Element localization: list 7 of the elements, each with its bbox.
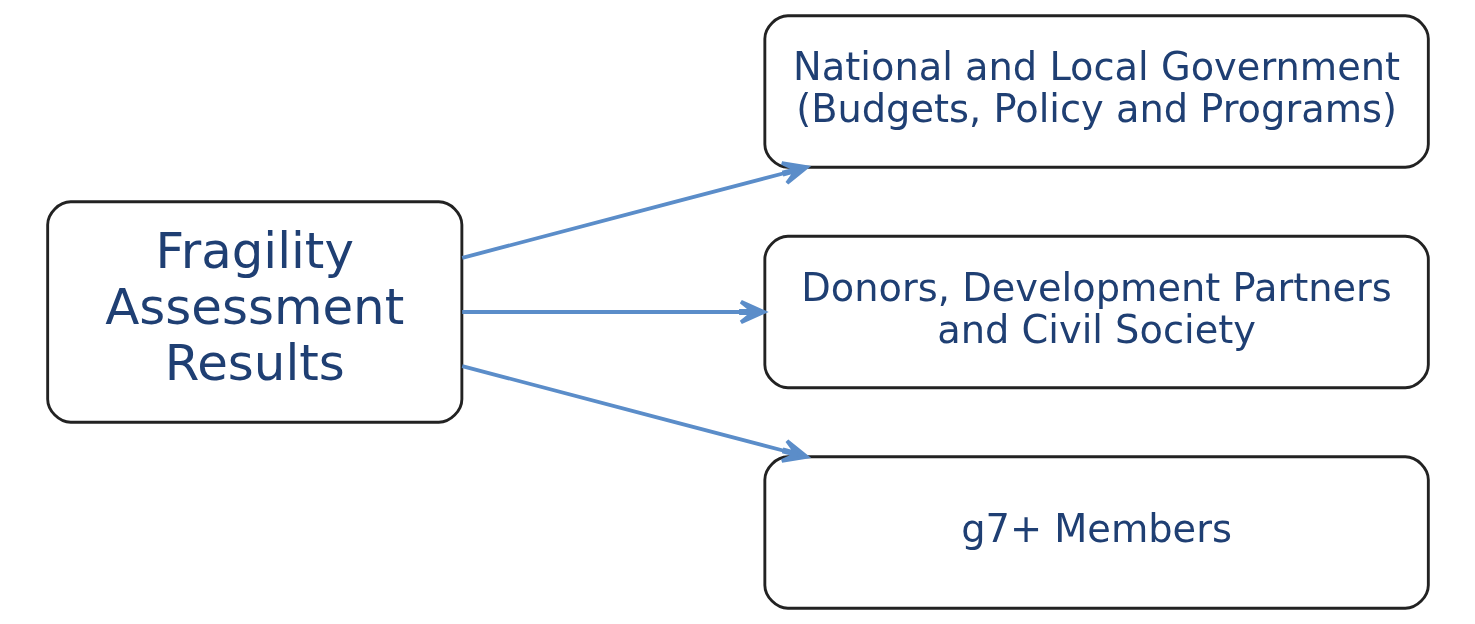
node-box: g7+ Members (762, 455, 1430, 610)
node-box: Donors, Development Partners and Civil Society (762, 234, 1430, 390)
node-box: National and Local Government (Budgets, Policy and Programs) (762, 14, 1430, 169)
node-box: Fragility Assessment Results (45, 200, 463, 424)
arrow (461, 299, 766, 325)
arrow (461, 161, 809, 260)
arrow (461, 364, 809, 463)
